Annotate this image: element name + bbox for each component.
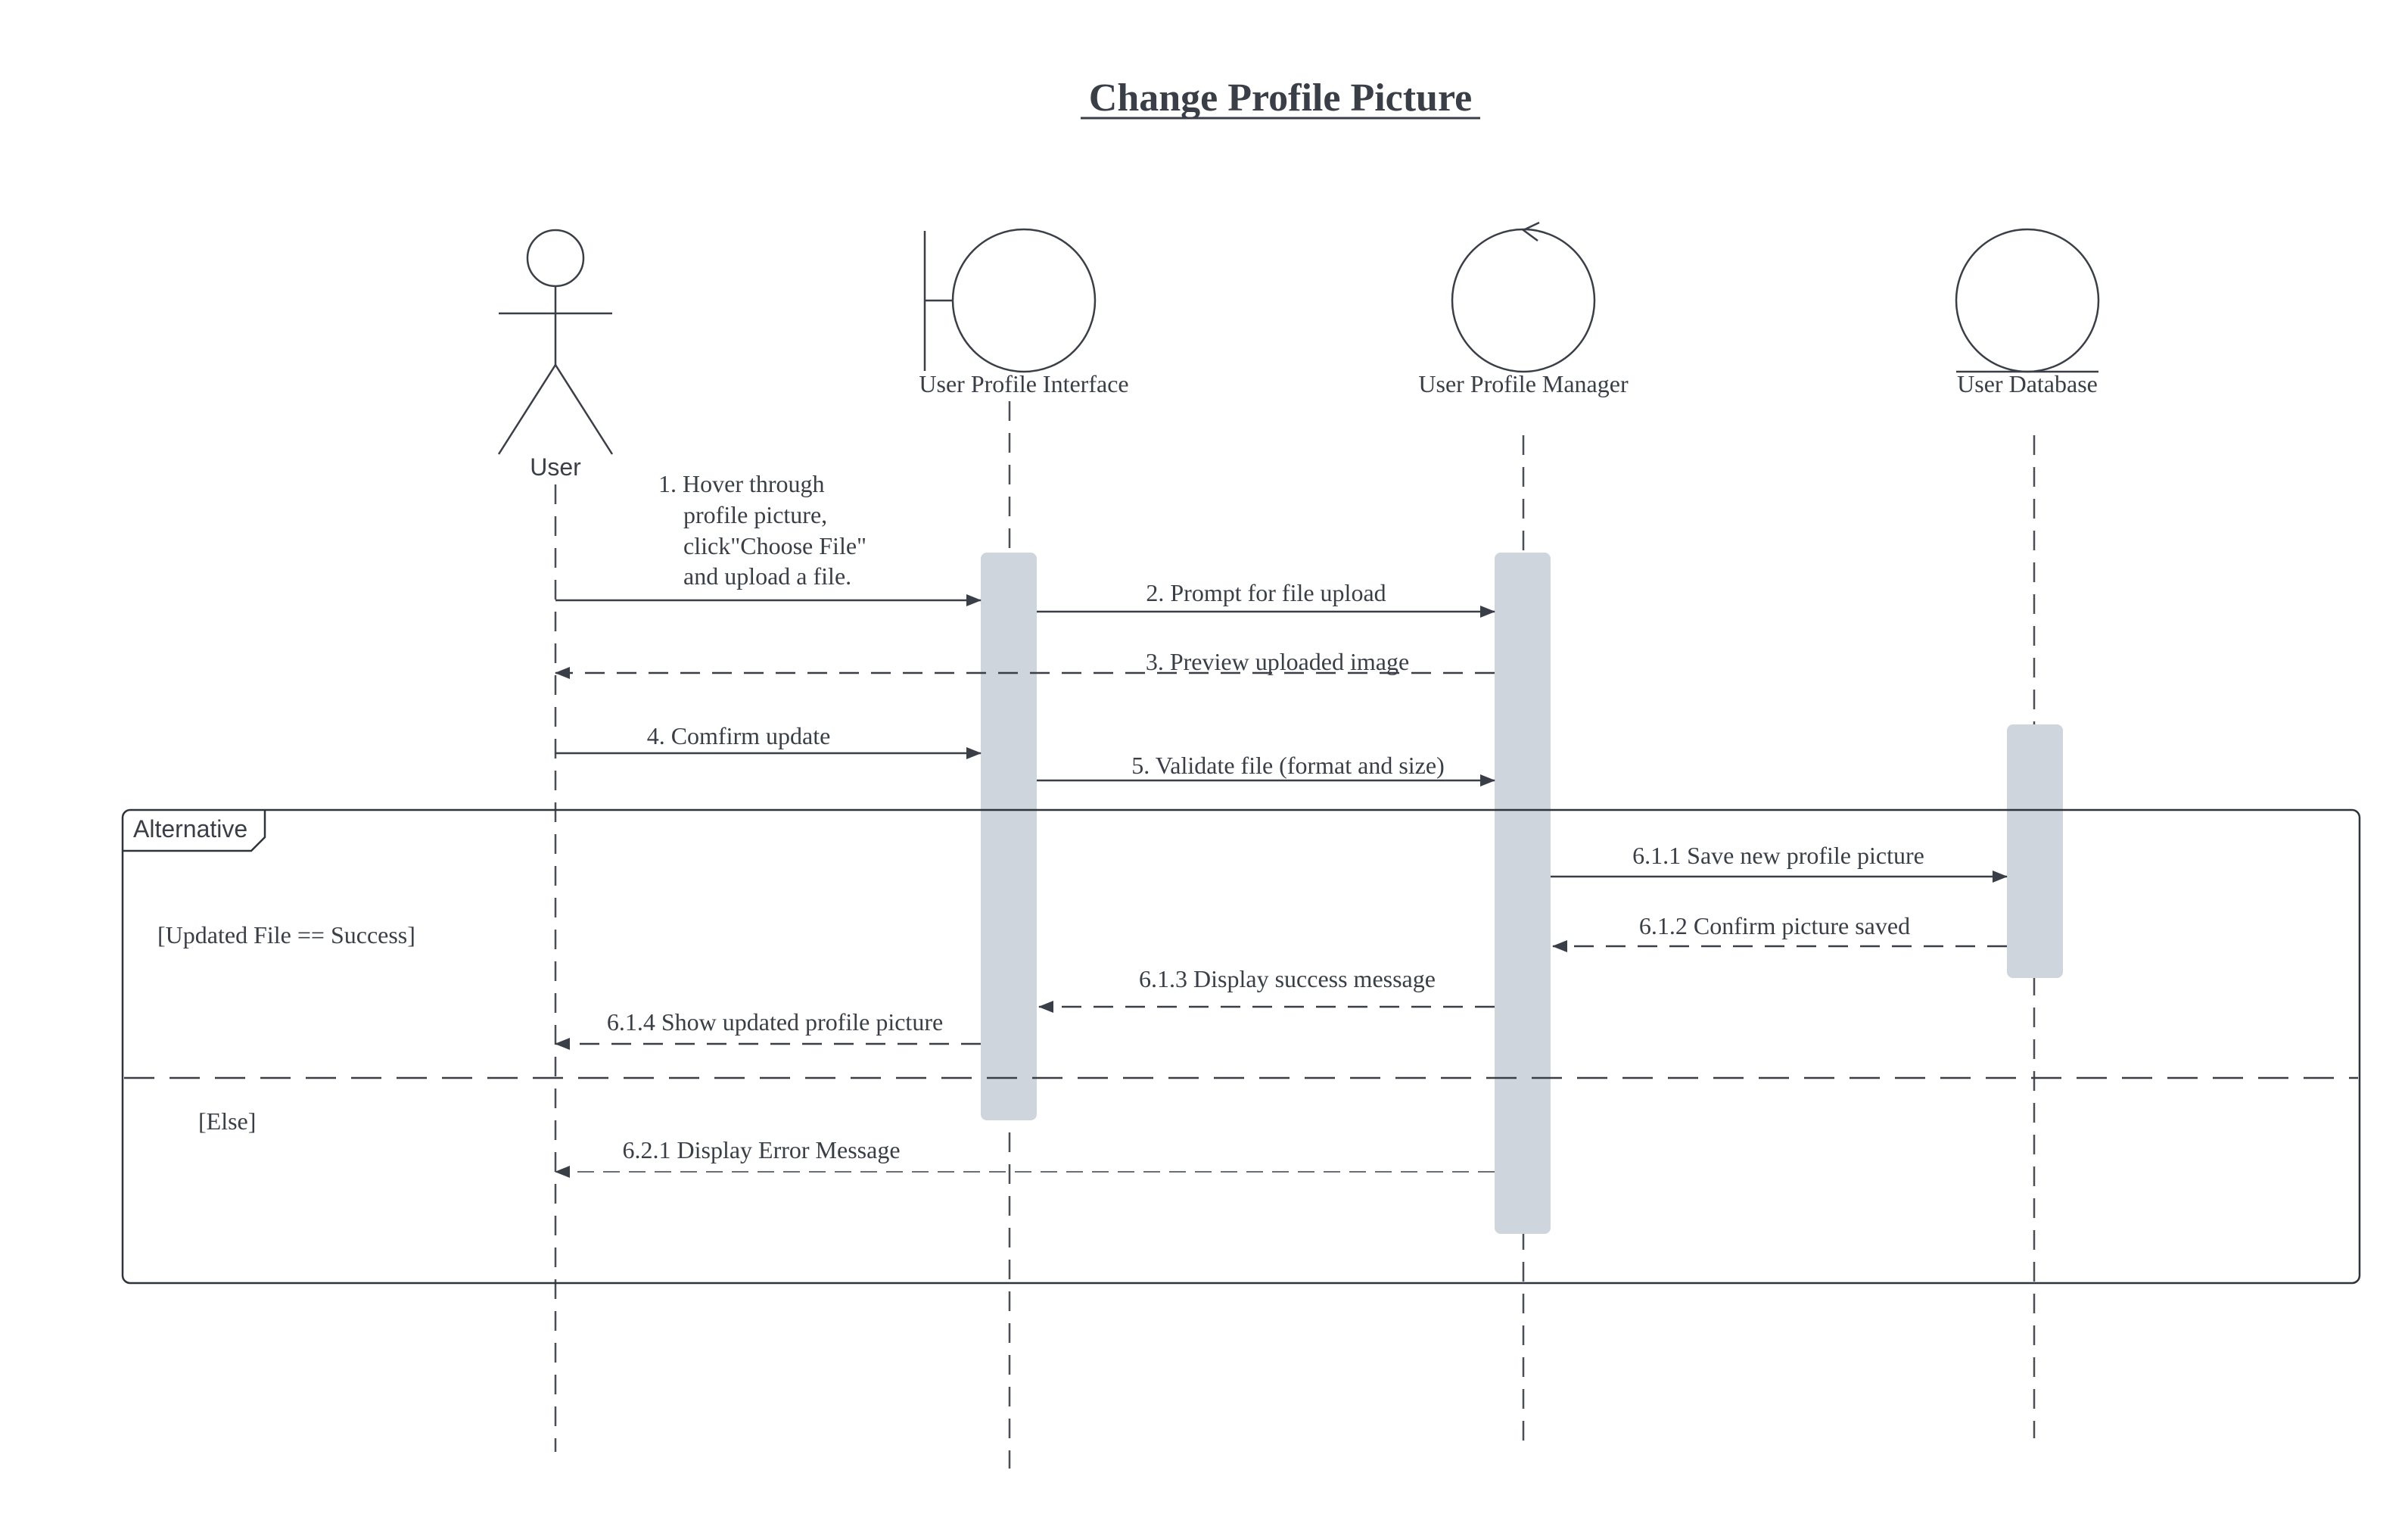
message-613-label: 6.1.3 Display success message <box>1139 965 1436 992</box>
alt-fragment-tab <box>123 810 266 852</box>
guard-else: [Else] <box>198 1107 256 1135</box>
activation-database <box>2007 724 2063 978</box>
diagram-title: Change Profile Picture <box>1089 76 1472 120</box>
activation-interface <box>981 553 1037 1120</box>
alt-fragment-frame <box>121 808 2361 1285</box>
message-621-label: 6.2.1 Display Error Message <box>622 1136 900 1163</box>
message-3-label: 3. Preview uploaded image <box>1146 648 1409 675</box>
message-611-label: 6.1.1 Save new profile picture <box>1632 842 1924 869</box>
participant-label-user: User <box>530 453 581 481</box>
actor-user-icon <box>497 229 614 455</box>
message-2-label: 2. Prompt for file upload <box>1146 579 1386 606</box>
participant-label-database: User Database <box>1957 370 2098 397</box>
participant-label-manager: User Profile Manager <box>1418 370 1629 397</box>
boundary-icon <box>923 228 1097 373</box>
entity-icon <box>1955 228 2100 373</box>
alt-fragment-label: Alternative <box>133 815 247 843</box>
message-614-label: 6.1.4 Show updated profile picture <box>607 1008 943 1036</box>
guard-success: [Updated File == Success] <box>157 921 415 948</box>
message-612-label: 6.1.2 Confirm picture saved <box>1639 912 1910 939</box>
message-5-label: 5. Validate file (format and size) <box>1131 752 1444 779</box>
message-1-label: 1. Hover through profile picture, click"… <box>658 470 873 590</box>
participant-label-interface: User Profile Interface <box>919 370 1128 397</box>
message-4-label: 4. Comfirm update <box>647 722 831 749</box>
activation-manager <box>1495 553 1551 1234</box>
control-icon <box>1451 221 1596 373</box>
